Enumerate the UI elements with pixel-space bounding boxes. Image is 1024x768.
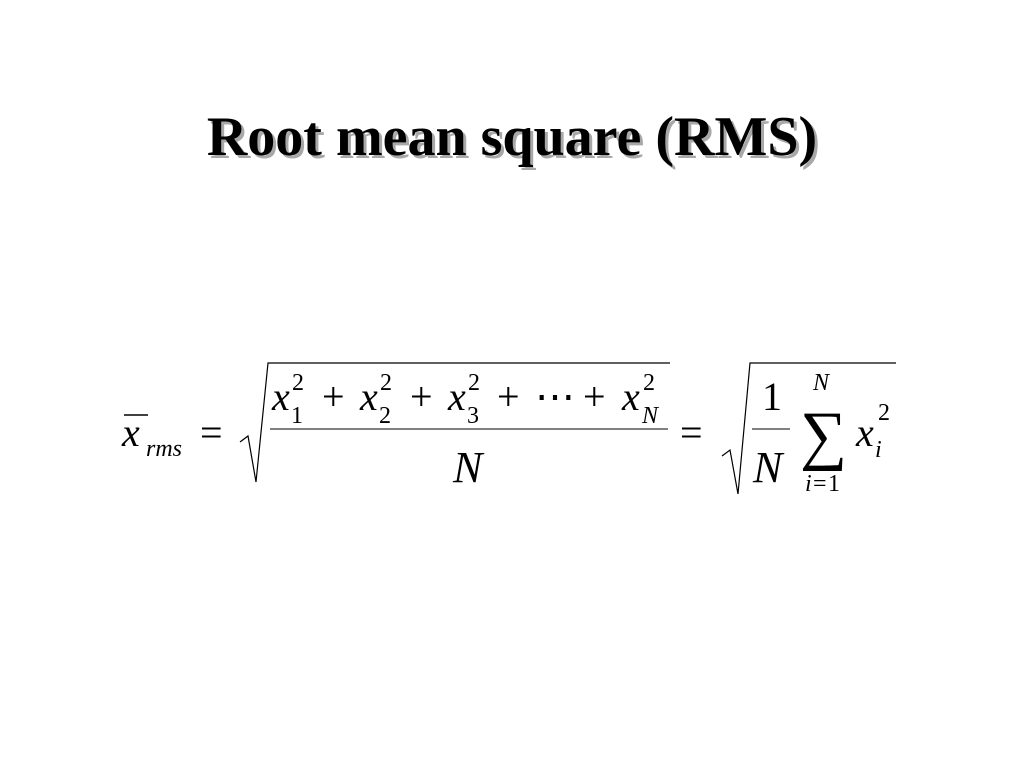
sum-lower-equals: = xyxy=(813,471,827,497)
term-1-base: x xyxy=(271,374,290,419)
term-3-base: x xyxy=(447,374,466,419)
denominator-n: N xyxy=(452,443,485,492)
term-2-sup: 2 xyxy=(380,370,392,396)
term-3-sub: 3 xyxy=(467,403,479,429)
summand-sup: 2 xyxy=(878,400,890,426)
fraction-denominator-n: N xyxy=(752,443,785,492)
radical-2 xyxy=(721,362,896,495)
term-4-sub: N xyxy=(641,403,660,429)
equals-sign-2: = xyxy=(680,410,703,455)
term-4-sup: 2 xyxy=(643,370,655,396)
sum-upper-limit: N xyxy=(812,370,831,396)
term-3-sup: 2 xyxy=(468,370,480,396)
equals-sign-1: = xyxy=(200,410,223,455)
term-2-sub: 2 xyxy=(379,403,391,429)
summand-base: x xyxy=(855,410,874,455)
plus-3: + xyxy=(497,374,520,419)
term-1-sub: 1 xyxy=(291,403,303,429)
sum-lower-index: i xyxy=(805,471,812,497)
lhs-symbol: x xyxy=(121,410,140,455)
term-1-sup: 2 xyxy=(292,370,304,396)
plus-2: + xyxy=(410,374,433,419)
summand-sub: i xyxy=(875,437,882,463)
term-2-base: x xyxy=(359,374,378,419)
sum-lower-start: 1 xyxy=(828,471,840,497)
plus-4: + xyxy=(583,374,606,419)
ellipsis: ⋯ xyxy=(535,374,575,419)
lhs-subscript: rms xyxy=(146,436,182,462)
radical-1 xyxy=(239,362,670,483)
fraction-one: 1 xyxy=(762,374,782,419)
slide-title: Root mean square (RMS) xyxy=(206,106,818,168)
sigma-icon: ∑ xyxy=(800,399,847,472)
plus-1: + xyxy=(322,374,345,419)
term-4-base: x xyxy=(621,374,640,419)
